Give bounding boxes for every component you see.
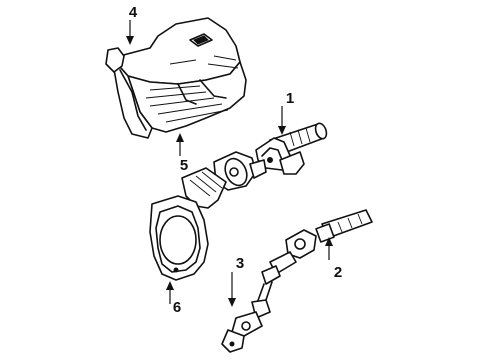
svg-text:2: 2	[334, 264, 342, 281]
upper-universal-joint	[255, 229, 317, 307]
svg-text:6: 6	[173, 299, 181, 316]
callout-2: 2	[325, 237, 342, 281]
lower-universal-joint	[221, 299, 271, 353]
callout-3: 3	[228, 255, 244, 307]
steering-column-tube	[255, 122, 328, 175]
svg-text:3: 3	[236, 255, 244, 272]
intermediate-shaft	[315, 209, 373, 243]
callout-1: 1	[278, 90, 294, 135]
upper-shaft-coupling	[213, 151, 267, 191]
callout-6: 6	[166, 281, 181, 316]
svg-text:4: 4	[129, 4, 138, 21]
svg-text:5: 5	[180, 157, 188, 174]
callout-4: 4	[126, 4, 138, 45]
svg-text:1: 1	[286, 90, 294, 107]
column-cover-shroud	[105, 17, 247, 139]
callout-5: 5	[176, 133, 188, 174]
column-hole-cover-boot	[149, 167, 227, 281]
